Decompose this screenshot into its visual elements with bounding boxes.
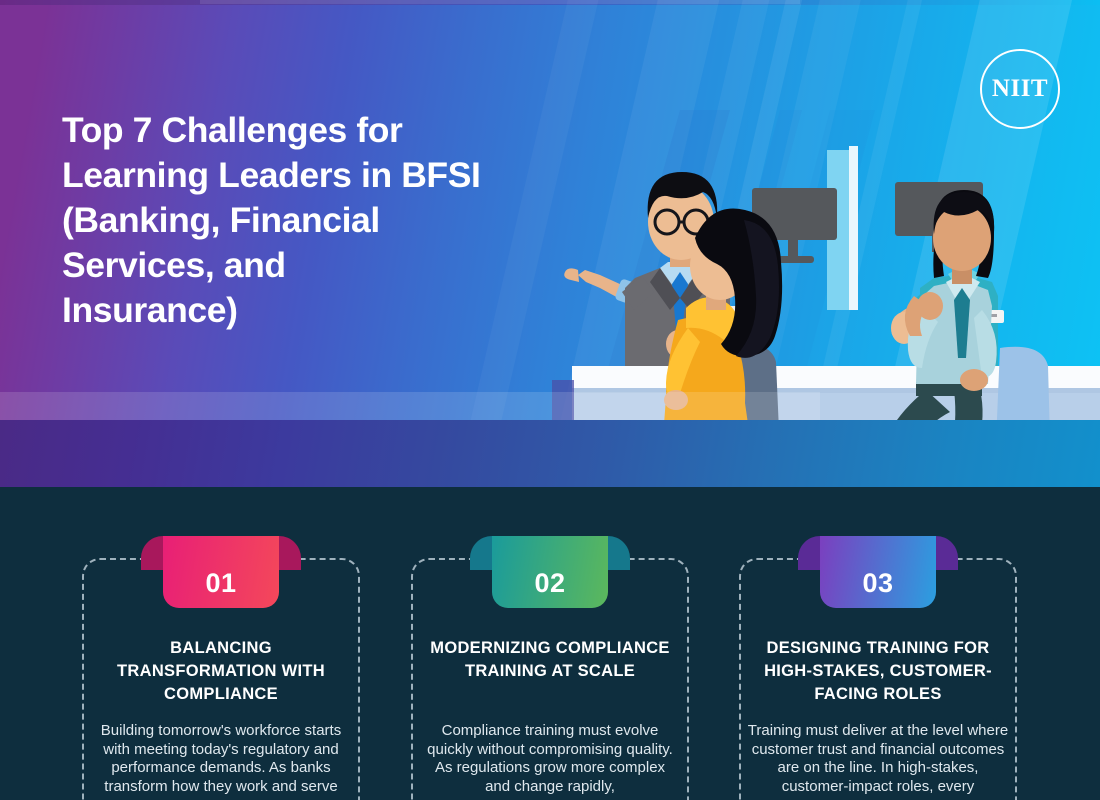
- card-body-text: Building tomorrow's workforce starts wit…: [100, 722, 342, 795]
- hero-floor-band: [0, 420, 1100, 487]
- card-number-badge: 01: [163, 536, 279, 608]
- card-title: MODERNIZING COMPLIANCE TRAINING AT SCALE: [430, 639, 670, 680]
- challenge-card[interactable]: 03 DESIGNING TRAINING FOR HIGH-STAKES, C…: [739, 536, 1017, 800]
- card-title: BALANCING TRANSFORMATION WITH COMPLIANCE: [117, 639, 325, 703]
- card-number: 01: [205, 568, 237, 598]
- card-number-ribbon: 02: [470, 536, 630, 608]
- hero-banner: Top 7 Challenges for Learning Leaders in…: [0, 0, 1100, 487]
- challenge-cards-section: 01 BALANCING TRANSFORMATION WITH COMPLIA…: [0, 487, 1100, 800]
- hero-top-strip: [0, 0, 1100, 5]
- card-number: 03: [862, 568, 894, 598]
- niit-logo: NIIT: [980, 49, 1060, 129]
- card-title: DESIGNING TRAINING FOR HIGH-STAKES, CUST…: [764, 639, 992, 703]
- logo-text: NIIT: [991, 75, 1049, 102]
- page-title: Top 7 Challenges for Learning Leaders in…: [62, 110, 481, 330]
- card-body-text: Training must deliver at the level where…: [747, 722, 1009, 795]
- card-number-badge: 03: [820, 536, 936, 608]
- card-number-ribbon: 03: [798, 536, 958, 608]
- card-number-badge: 02: [492, 536, 608, 608]
- hero-top-strip-highlight: [200, 0, 800, 4]
- card-number: 02: [534, 568, 566, 598]
- hero-purple-band: [0, 392, 820, 420]
- challenge-card[interactable]: 01 BALANCING TRANSFORMATION WITH COMPLIA…: [82, 536, 360, 800]
- card-body-text: Compliance training must evolve quickly …: [427, 722, 673, 795]
- challenge-card[interactable]: 02 MODERNIZING COMPLIANCE TRAINING AT SC…: [411, 536, 689, 800]
- card-number-ribbon: 01: [141, 536, 301, 608]
